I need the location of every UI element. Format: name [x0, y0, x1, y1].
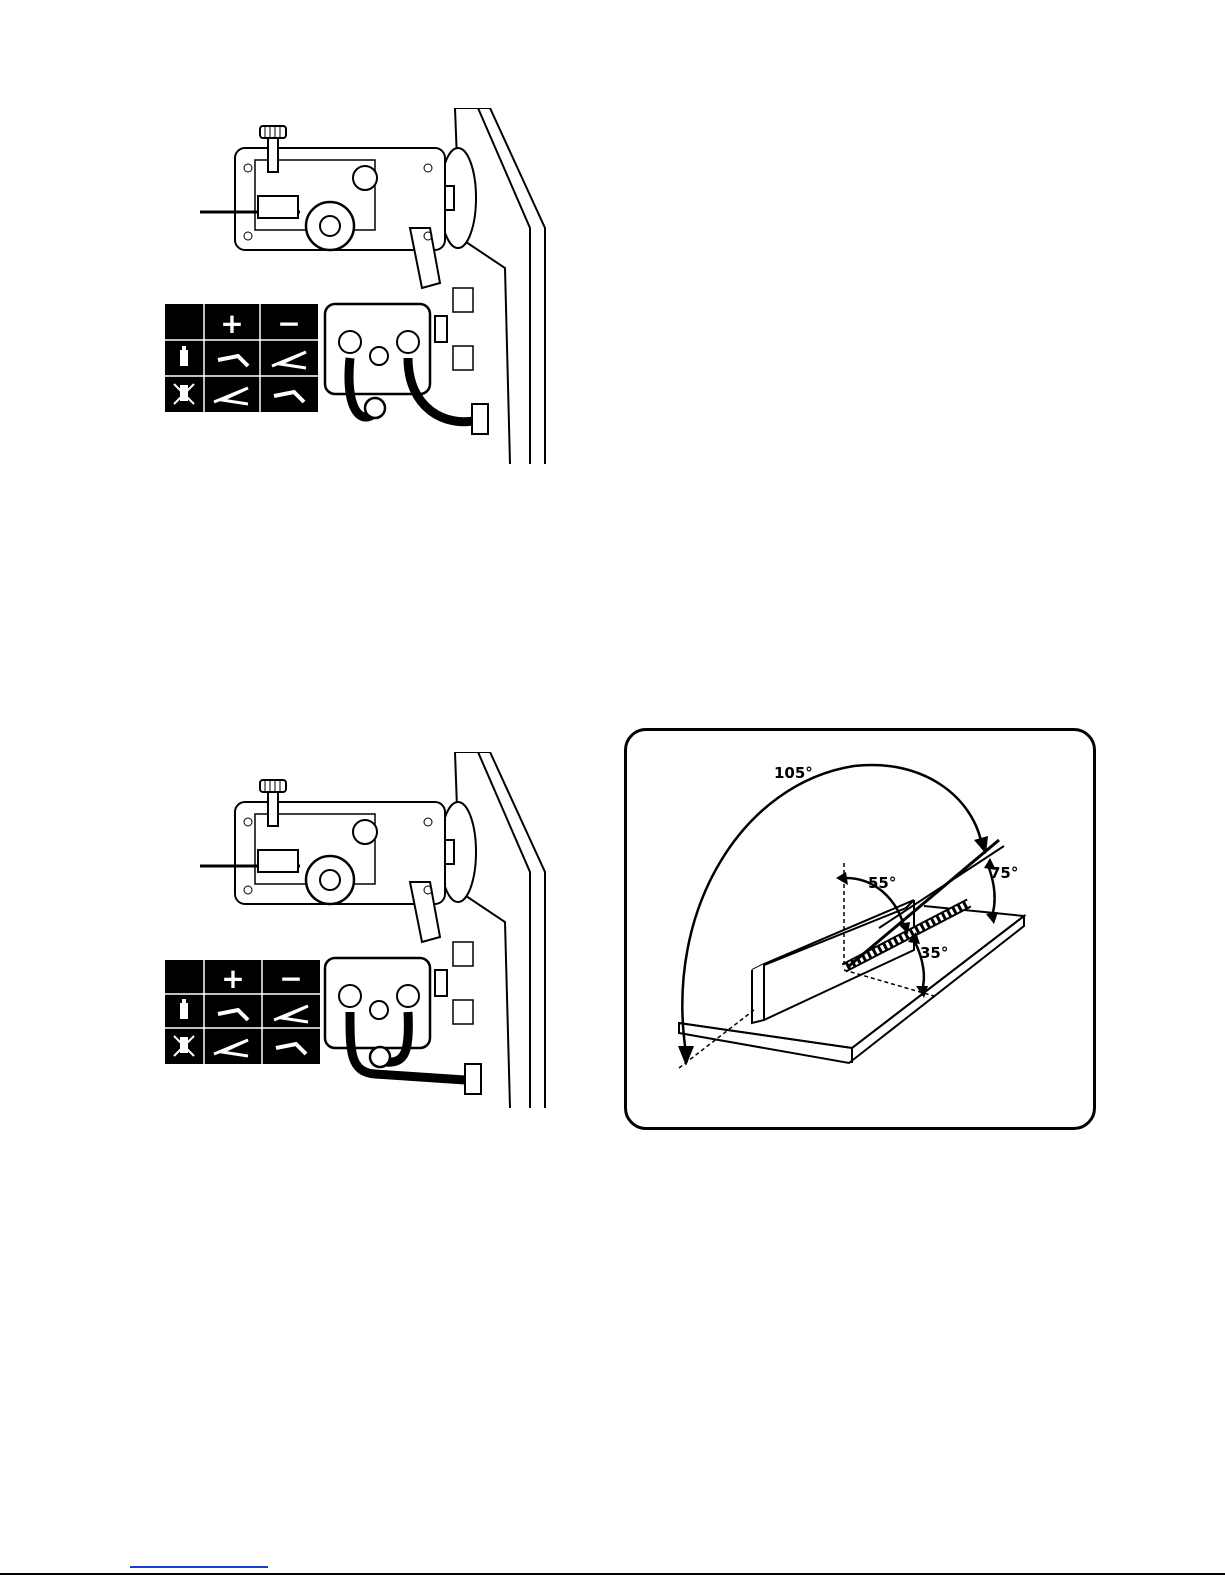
welding-angle-figure: 105° 55° 75° 35°: [624, 728, 1104, 1138]
footer-link-underline: [130, 1566, 268, 1568]
angle-105-label: 105°: [774, 764, 813, 782]
polarity-minus-label: −: [279, 962, 302, 995]
angle-55-label: 55°: [868, 874, 896, 892]
angle-75-label: 75°: [990, 864, 1018, 882]
angle-35-label: 35°: [920, 944, 948, 962]
welding-angle-diagram: 105° 55° 75° 35°: [624, 728, 1096, 1130]
wire-feeder-illustration-top: + −: [160, 108, 560, 464]
footer-rule: [0, 1573, 1225, 1575]
polarity-minus-label: −: [277, 307, 300, 340]
wire-feeder-figure-top: + −: [160, 108, 560, 464]
polarity-plus-label: +: [221, 962, 244, 995]
wire-feeder-figure-bottom: + −: [160, 752, 560, 1122]
wire-feeder-illustration-bottom: + −: [160, 752, 560, 1122]
polarity-plus-label: +: [220, 307, 243, 340]
